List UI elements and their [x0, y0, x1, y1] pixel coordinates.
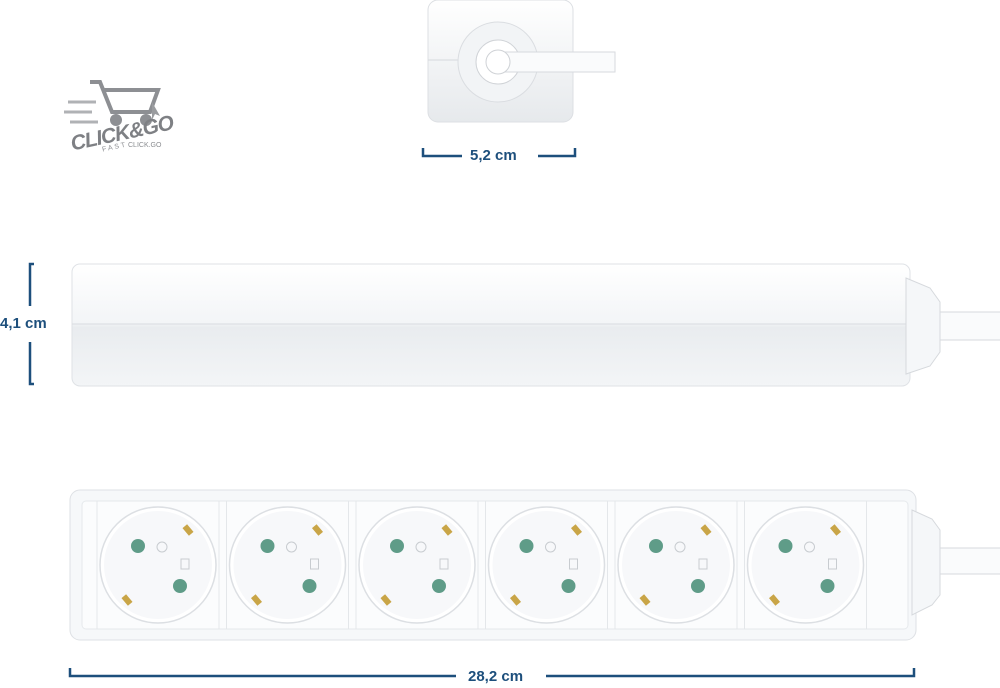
certification-mark-icon — [828, 558, 837, 570]
certification-mark-icon — [545, 541, 556, 553]
depth-dimension-label: 5,2 cm — [470, 147, 517, 164]
socket-pin-hole — [649, 539, 663, 553]
certification-mark-icon — [415, 541, 427, 553]
socket-pin-hole — [302, 579, 317, 593]
certification-mark-icon — [286, 541, 297, 553]
certification-mark-icon — [156, 541, 168, 553]
socket — [96, 500, 220, 630]
socket-pin-hole — [131, 539, 145, 553]
shopping-cart-icon — [64, 80, 161, 126]
socket-pin-hole — [260, 539, 275, 553]
socket-pin-hole — [691, 579, 705, 593]
ground-contact — [768, 594, 781, 606]
socket — [744, 500, 867, 630]
socket-pin-hole — [778, 539, 793, 553]
ground-contact — [700, 524, 712, 536]
certification-mark-icon — [804, 541, 815, 553]
socket-pin-hole — [820, 579, 835, 593]
cursor-hand-icon — [152, 102, 160, 120]
depth-dimension-line — [421, 148, 577, 158]
ground-contact — [570, 524, 583, 536]
socket-pin-hole — [173, 579, 187, 593]
length-dimension-label: 28,2 cm — [468, 668, 524, 685]
socket-pin-hole — [390, 539, 404, 553]
socket-pin-hole — [519, 539, 534, 553]
socket-pin-hole — [432, 579, 446, 593]
ground-contact — [829, 524, 842, 536]
height-dimension-line — [28, 262, 34, 386]
certification-mark-icon — [310, 558, 319, 570]
ground-contact — [311, 524, 324, 536]
socket — [226, 500, 349, 630]
power-strip-side-view — [71, 263, 1000, 387]
power-strip-top-view — [69, 489, 1000, 641]
ground-contact — [380, 594, 392, 606]
height-dimension-label: 4,1 cm — [0, 315, 47, 332]
power-strip-end-view — [427, 0, 616, 123]
certification-mark-icon — [180, 558, 190, 570]
socket — [614, 500, 738, 630]
certification-mark-icon — [698, 558, 708, 570]
length-dimension-line — [68, 668, 916, 678]
ground-contact — [182, 524, 194, 536]
certification-mark-icon — [569, 558, 578, 570]
ground-contact — [509, 594, 522, 606]
certification-mark-icon — [439, 558, 449, 570]
ground-contact — [441, 524, 453, 536]
socket — [485, 500, 608, 630]
socket — [355, 500, 479, 630]
certification-mark-icon — [674, 541, 686, 553]
ground-contact — [121, 594, 133, 606]
brand-logo: CLICK&GO FAST CLICK.GO — [60, 72, 180, 162]
socket-pin-hole — [561, 579, 576, 593]
ground-contact — [250, 594, 263, 606]
ground-contact — [639, 594, 651, 606]
logo-small-text: CLICK.GO — [128, 142, 162, 149]
